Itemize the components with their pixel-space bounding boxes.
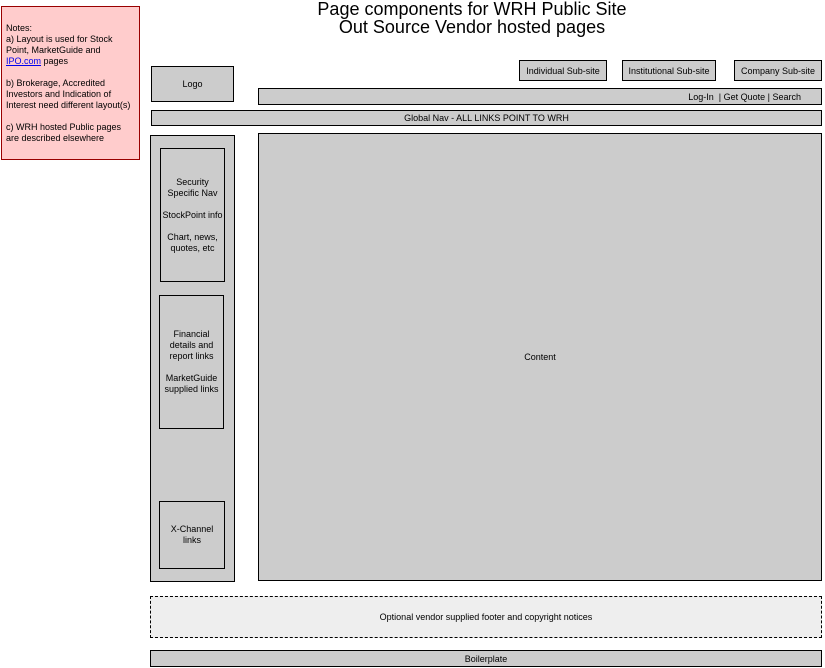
vendor-footer: Optional vendor supplied footer and copy…	[150, 596, 822, 638]
boilerplate: Boilerplate	[150, 650, 822, 667]
title-line-2: Out Source Vendor hosted pages	[338, 17, 606, 37]
note-b: b) Brokerage, Accredited Investors and I…	[6, 78, 131, 110]
note-a-text: a) Layout is used for Stock Point, Marke…	[6, 34, 113, 55]
title-line-1: Page components for WRH Public Site	[317, 0, 627, 19]
company-subsite-button[interactable]: Company Sub-site	[734, 60, 822, 81]
notes-box: Notes: a) Layout is used for Stock Point…	[1, 6, 140, 160]
note-a-suffix: pages	[41, 56, 69, 66]
content-area: Content	[258, 133, 822, 581]
logo[interactable]: Logo	[151, 66, 234, 102]
global-nav[interactable]: Global Nav - ALL LINKS POINT TO WRH	[151, 110, 822, 126]
security-specific-nav[interactable]: Security Specific Nav StockPoint info Ch…	[160, 148, 225, 282]
notes-heading: Notes:	[6, 23, 33, 33]
note-c: c) WRH hosted Public pages are described…	[6, 122, 122, 143]
individual-subsite-button[interactable]: Individual Sub-site	[519, 60, 607, 81]
x-channel-links[interactable]: X-Channel links	[159, 501, 225, 569]
ipo-link[interactable]: IPO.com	[6, 56, 42, 66]
financial-details-nav[interactable]: Financial details and report links Marke…	[159, 295, 224, 429]
note-a: a) Layout is used for Stock Point, Marke…	[6, 34, 135, 67]
utility-bar[interactable]: Log-In | Get Quote | Search	[258, 88, 822, 105]
institutional-subsite-button[interactable]: Institutional Sub-site	[622, 60, 716, 81]
